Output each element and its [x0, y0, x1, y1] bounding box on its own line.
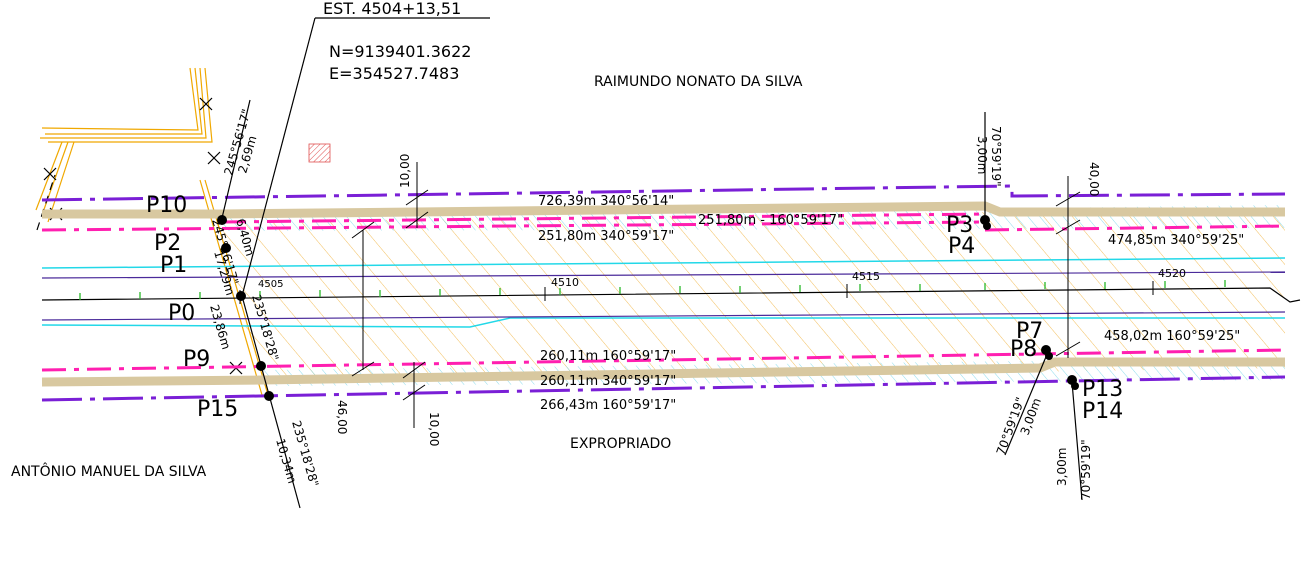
east-coordinate: E=354527.7483	[329, 64, 459, 83]
point-p9: P9	[183, 347, 210, 372]
station-4515: 4515	[852, 270, 880, 283]
dimension-lines	[351, 162, 1081, 428]
station-label: EST. 4504+13,51	[323, 0, 461, 18]
point-p4: P4	[948, 234, 975, 259]
segment-top-inner: 251,80m 340°59'17"	[538, 229, 674, 244]
segment-bot-mid: 260,11m 340°59'17"	[540, 374, 676, 389]
cyan-lines	[41, 257, 1286, 328]
segment-bot-outer: 266,43m 160°59'17"	[540, 398, 676, 413]
segment-top-outer: 726,39m 340°56'14"	[538, 194, 674, 209]
point-p15: P15	[197, 397, 238, 422]
thin-lines	[41, 271, 1286, 321]
owner-top: RAIMUNDO NONATO DA SILVA	[594, 74, 803, 90]
vertex-points	[217, 215, 1079, 401]
segment-top-mid-right: 251,80m - 160°59'17"	[698, 213, 843, 228]
segment-bot-inner: 260,11m 160°59'17"	[540, 349, 676, 364]
point-p14: P14	[1082, 399, 1123, 424]
bearing-p0-dist: 23,86m	[207, 303, 233, 351]
point-p7: P7	[1016, 319, 1043, 344]
owner-bottom: EXPROPRIADO	[570, 436, 671, 452]
hatched-marker	[308, 143, 331, 163]
point-p0: P0	[168, 301, 195, 326]
dim-46: 46,00	[335, 400, 349, 434]
dim-10-bottom: 10,00	[427, 412, 441, 446]
dim-10-top: 10,00	[398, 154, 412, 188]
station-4520: 4520	[1158, 267, 1186, 280]
segment-right-bottom: 458,02m 160°59'25"	[1104, 329, 1240, 344]
point-p2: P2	[154, 231, 181, 256]
leader-lines	[221, 17, 1083, 509]
point-p3: P3	[946, 213, 973, 238]
point-p1: P1	[160, 253, 187, 278]
point-p13: P13	[1082, 377, 1123, 402]
centerline	[41, 280, 1301, 304]
station-4510: 4510	[551, 276, 579, 289]
point-p8: P8	[1010, 337, 1037, 362]
bearing-p3-angle: 70°59'19"	[989, 126, 1003, 187]
dim-40: 40,00	[1087, 162, 1101, 196]
point-p10: P10	[146, 193, 187, 218]
north-coordinate: N=9139401.3622	[329, 42, 471, 61]
segment-right-top: 474,85m 340°59'25"	[1108, 233, 1244, 248]
bearing-p13-dist: 3,00m	[1055, 448, 1069, 486]
owner-left: ANTÔNIO MANUEL DA SILVA	[11, 462, 207, 480]
expropriation-area	[215, 208, 1285, 383]
station-4505: 4505	[258, 279, 283, 290]
bearing-p13-angle: 70°59'19"	[1079, 439, 1093, 500]
magenta-boundary-lines	[41, 212, 1286, 372]
bearing-p3-dist: 3,00m	[975, 136, 989, 174]
purple-boundary-lines	[41, 184, 1286, 402]
